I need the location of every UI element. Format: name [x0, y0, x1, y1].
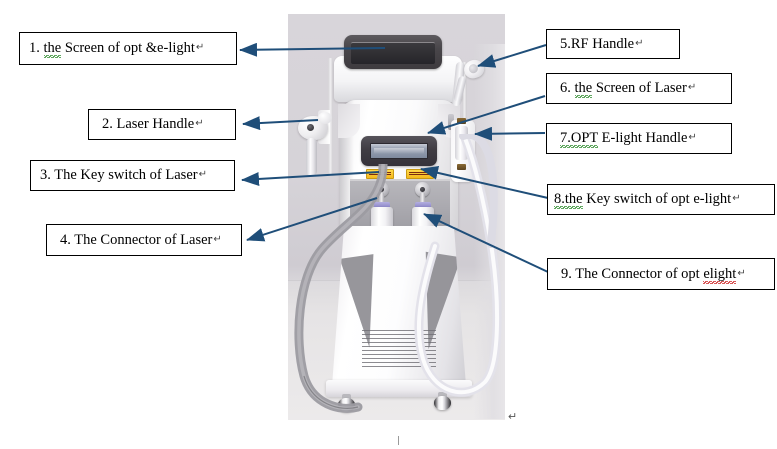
panel-highlight [350, 179, 450, 181]
label-4-text: 4. The Connector of Laser↵ [60, 231, 222, 248]
label-6-text: 6. the Screen of Laser↵ [560, 80, 697, 99]
label-box-5[interactable]: 5.RF Handle↵ [546, 29, 680, 59]
laser-screen-lcd [370, 143, 428, 159]
label-7-text: 7.OPT E-light Handle↵ [560, 130, 697, 149]
label-box-7[interactable]: 7.OPT E-light Handle↵ [546, 123, 732, 154]
caster-fork [438, 392, 447, 399]
label-box-3[interactable]: 3. The Key switch of Laser↵ [30, 160, 235, 191]
label-1-text: 1. the Screen of opt &e-light↵ [29, 40, 205, 59]
spellcheck-green-6: the [574, 80, 593, 99]
label-9-text: 9. The Connector of opt elight↵ [561, 265, 746, 284]
label-box-4[interactable]: 4. The Connector of Laser↵ [46, 224, 242, 256]
caster-fork [342, 394, 351, 401]
label-5-text: 5.RF Handle↵ [560, 35, 644, 52]
spellcheck-green-7: 7.OPT [560, 130, 599, 149]
laser-handle-neck [306, 138, 317, 176]
label-2-text: 2. Laser Handle↵ [102, 116, 204, 133]
opt-elight-cable [414, 134, 502, 397]
connector-cap [374, 202, 390, 207]
label-box-8[interactable]: 8.the Key switch of opt e-light↵ [547, 184, 775, 215]
laser-handle [298, 112, 332, 142]
opt-elight-screen [344, 35, 442, 69]
label-3-text: 3. The Key switch of Laser↵ [40, 167, 207, 184]
ventilation-grille [362, 330, 436, 372]
spellcheck-green-1: the [43, 40, 62, 59]
label-8-text: 8.the Key switch of opt e-light↵ [554, 191, 741, 210]
label-box-1[interactable]: 1. the Screen of opt &e-light↵ [19, 32, 237, 65]
spellcheck-red-9: elight [703, 265, 737, 284]
caster-wheel [434, 396, 451, 410]
label-box-2[interactable]: 2. Laser Handle↵ [88, 109, 236, 140]
body-notch-left [338, 104, 360, 138]
opt-elight-screen-glass [351, 42, 435, 64]
opt-handle-tip-bottom [457, 164, 466, 170]
page-cursor-mark [398, 436, 399, 445]
key-switch-key [420, 193, 425, 206]
caster-wheel-right [434, 392, 451, 410]
paragraph-return-mark: ↵ [508, 411, 518, 423]
laser-screen [361, 136, 437, 166]
connector-cap [415, 202, 431, 207]
machine-photograph [288, 14, 505, 420]
label-box-6[interactable]: 6. the Screen of Laser↵ [546, 73, 732, 104]
laser-handle-lens [307, 124, 314, 131]
spellcheck-green-8: 8.the [554, 191, 583, 210]
laser-handle-knob [318, 112, 332, 124]
label-box-9[interactable]: 9. The Connector of opt elight↵ [547, 258, 775, 290]
opt-handle-tip-top [457, 118, 466, 124]
key-switch-key [379, 193, 384, 206]
